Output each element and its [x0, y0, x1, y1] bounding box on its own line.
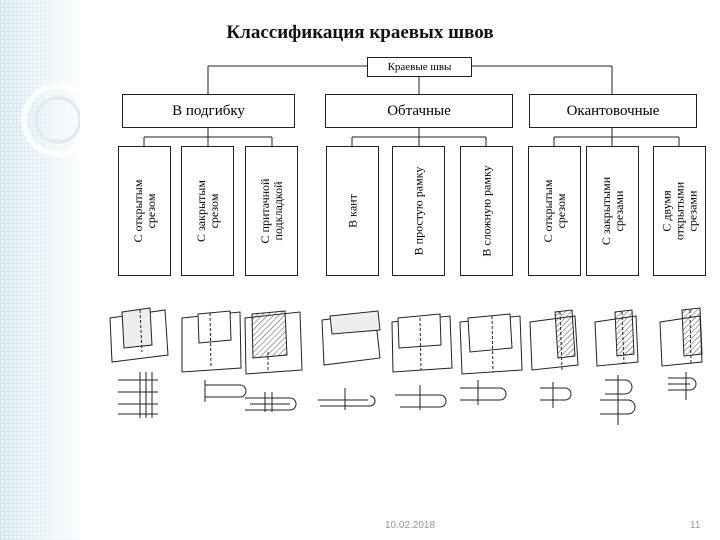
group-label: Обтачные	[387, 102, 451, 119]
page-title: Классификация краевых швов	[226, 22, 494, 43]
group-label: В подгибку	[172, 102, 245, 119]
slide-number: 11	[690, 520, 701, 531]
leaf-node-closed-edge: С закрытым срезом	[181, 146, 234, 276]
leaf-node-with-lining: С притачной подкладкой	[245, 146, 298, 276]
leaf-node-binding-open: С открытым срезом	[528, 146, 581, 276]
group-node-obtachnye: Обтачные	[325, 94, 513, 128]
sidebar-decoration	[0, 0, 80, 540]
seam-sketch-9	[659, 307, 703, 400]
leaf-node-binding-closed: С закрытыми срезами	[586, 146, 639, 276]
seam-sketch-5	[391, 313, 453, 410]
group-node-okantovochnye: Окантовочные	[529, 94, 697, 128]
decorative-circles	[21, 83, 80, 157]
leaf-node-open-edge: С открытым срезом	[118, 146, 171, 276]
leaf-node-complex-frame: В сложную рамку	[460, 146, 513, 276]
seam-sketch-1	[109, 307, 169, 418]
seam-sketch-6	[459, 313, 523, 405]
seam-sketch-2	[181, 310, 247, 402]
slide-date: 10.02.2018	[385, 520, 436, 531]
leaf-node-binding-two-open: С двумя открытыми срезами	[653, 146, 706, 276]
group-label: Окантовочные	[566, 102, 660, 119]
leaf-node-simple-frame: В простую рамку	[392, 146, 445, 276]
leaf-node-kant: В кант	[326, 146, 379, 276]
seam-sketch-8	[594, 309, 639, 425]
group-node-podgibku: В подгибку	[122, 94, 295, 128]
root-node: Краевые швы	[367, 57, 472, 77]
root-label: Краевые швы	[387, 61, 452, 73]
seam-sketch-4	[318, 310, 381, 410]
seam-sketch-7	[529, 309, 579, 408]
seam-sketch-3	[244, 310, 303, 412]
